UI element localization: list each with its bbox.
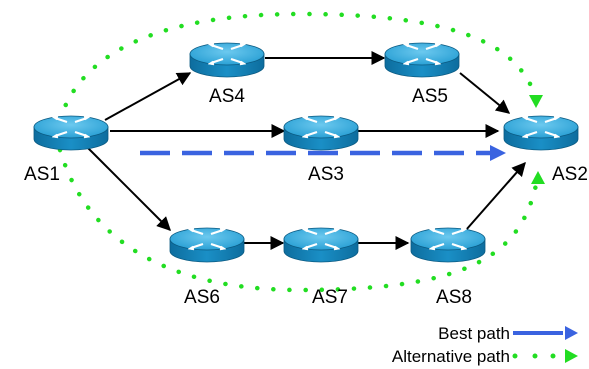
as7-label: AS7: [312, 287, 348, 308]
router-icon[interactable]: [188, 41, 266, 79]
as3-label: AS3: [308, 164, 344, 185]
legend-alternative-dot: [512, 353, 518, 359]
as4-label: AS4: [209, 86, 245, 107]
as6-label: AS6: [184, 287, 220, 308]
legend-alternative-path-label: Alternative path: [392, 347, 510, 366]
as1-label: AS1: [24, 164, 60, 185]
as5-label: AS5: [412, 86, 448, 107]
alternative-path-arrowhead-upper: [529, 95, 543, 108]
alternative-path-lower: [57, 147, 539, 293]
link-as5-as2: [459, 72, 511, 114]
alternative-path-arrowhead-lower: [531, 171, 545, 184]
router-icon[interactable]: [409, 226, 487, 264]
router-icon[interactable]: [282, 226, 360, 264]
router-icon[interactable]: [502, 114, 580, 152]
legend-best-path-arrow: [565, 326, 578, 340]
router-icon[interactable]: [32, 114, 110, 152]
link-as8-as2: [465, 161, 526, 231]
legend-alternative-dot: [532, 353, 538, 359]
best-path-arrowhead: [490, 145, 506, 161]
legend: Best path Alternative path: [392, 324, 578, 366]
links: [87, 51, 526, 250]
legend-alternative-dot: [550, 353, 556, 359]
router-icon[interactable]: [383, 41, 461, 79]
router-icon[interactable]: [282, 114, 360, 152]
as8-label: AS8: [436, 287, 472, 308]
as2-label: AS2: [552, 164, 588, 185]
link-as1-as6: [87, 147, 171, 231]
link-as1-as4: [104, 72, 192, 121]
legend-best-path-label: Best path: [438, 324, 510, 343]
alternative-path-upper: [57, 11, 539, 123]
router-icon[interactable]: [168, 226, 246, 264]
legend-alternative-path-arrow: [565, 349, 578, 363]
